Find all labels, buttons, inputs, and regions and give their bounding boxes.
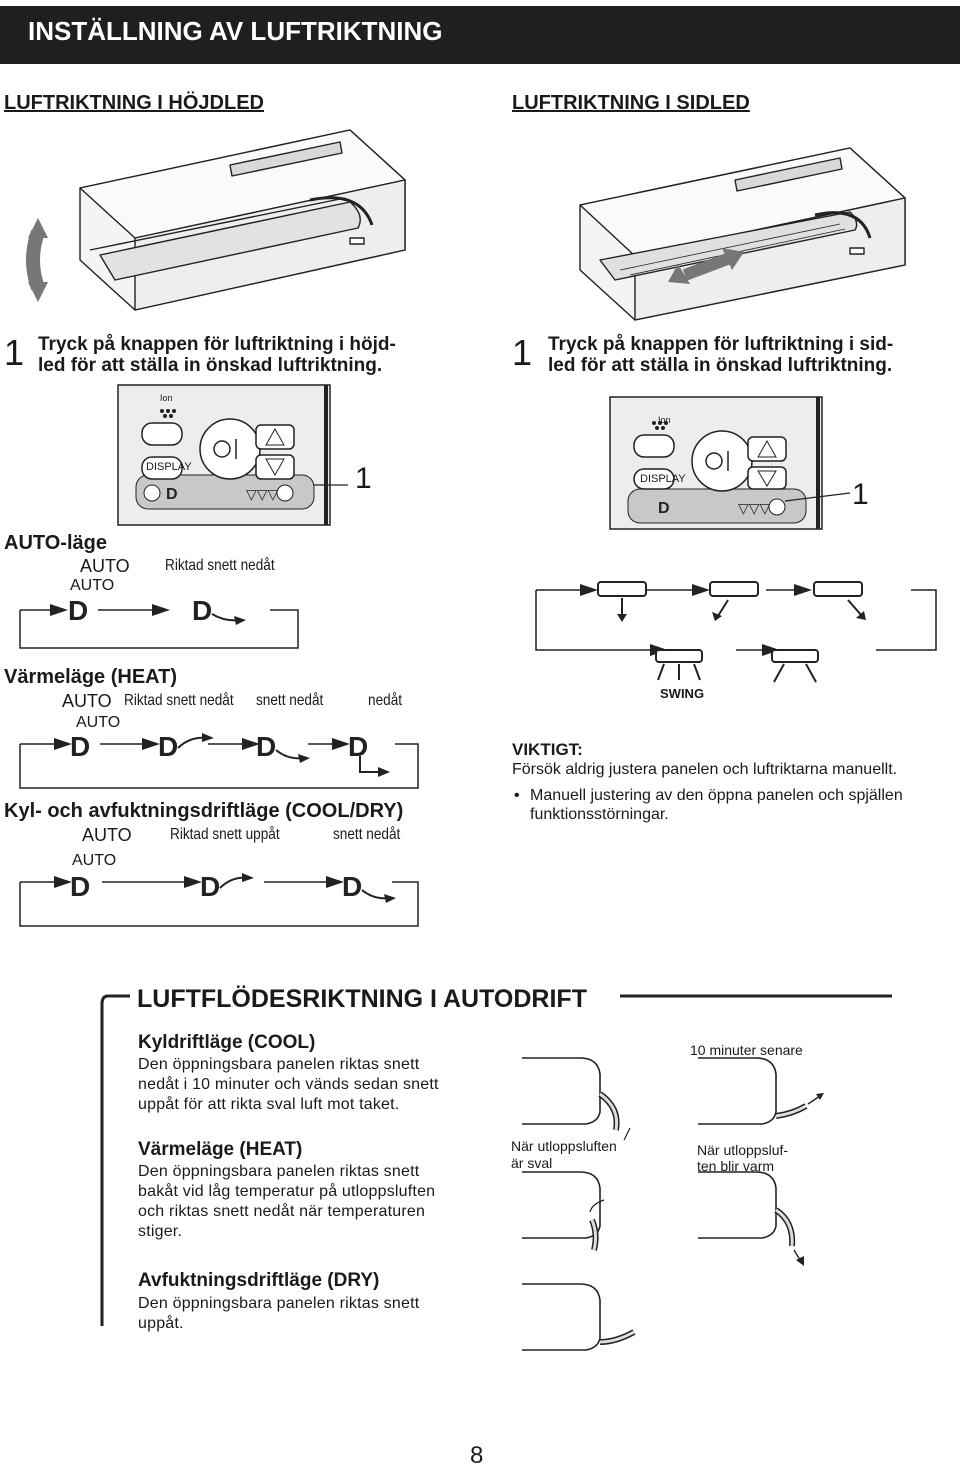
- heat-profile-warm-air: [698, 1171, 804, 1266]
- warning-bullet-line-2: funktionsstörningar.: [530, 806, 669, 823]
- callout-number: 1: [355, 462, 372, 495]
- auto-label: AUTO: [62, 691, 112, 711]
- callout-number: 1: [852, 478, 869, 511]
- svg-text:D: D: [68, 595, 88, 626]
- direction-label: Riktad snett nedåt: [165, 557, 275, 574]
- remote-control-vertical: D ▽▽▽ Ion DISPLAY: [117, 384, 348, 526]
- heat-mode-title: Värmeläge (HEAT): [4, 666, 178, 688]
- auto-flow-title: LUFTFLÖDESRIKTNING I AUTODRIFT: [137, 985, 587, 1013]
- temp-down-button[interactable]: [256, 455, 294, 479]
- horizontal-swing-cycle-diagram: [535, 581, 937, 683]
- direction-label: Riktad snett uppåt: [170, 826, 280, 843]
- heat-profile-cool-air: [522, 1127, 631, 1251]
- svg-text:▽▽▽: ▽▽▽: [738, 500, 771, 516]
- svg-text:D: D: [342, 871, 362, 902]
- ac-unit-vertical-illustration: [26, 129, 406, 311]
- cool-profile-after-10min: [698, 1057, 824, 1125]
- step-text-line-1: Tryck på knappen för luftriktning i sid-: [548, 334, 894, 355]
- ion-label: Ion: [658, 415, 671, 425]
- auto-tag: AUTO: [70, 577, 115, 594]
- vertical-airflow-button[interactable]: [158, 481, 188, 505]
- svg-text:D: D: [658, 500, 670, 517]
- direction-label: snett nedåt: [256, 692, 324, 709]
- dry-text-line-2: uppåt.: [138, 1315, 184, 1332]
- horizontal-airflow-button[interactable]: [730, 495, 766, 519]
- auto-tag: AUTO: [76, 714, 121, 731]
- remote-control-horizontal: D ▽▽▽ Ion DISPLAY: [609, 396, 851, 530]
- title-banner: [0, 6, 960, 64]
- step-text-line-2: led för att ställa in önskad luftriktnin…: [38, 355, 383, 376]
- display-button[interactable]: DISPLAY: [146, 461, 192, 473]
- ac-unit-horizontal-illustration: [579, 147, 906, 321]
- dry-profile: [522, 1283, 636, 1351]
- bullet-icon: •: [514, 787, 520, 804]
- power-button[interactable]: [705, 447, 741, 477]
- warning-title: VIKTIGT:: [512, 740, 583, 759]
- svg-text:D: D: [200, 871, 220, 902]
- temp-down-button[interactable]: [748, 467, 786, 489]
- step-number: 1: [512, 332, 533, 373]
- display-button[interactable]: DISPLAY: [640, 473, 686, 485]
- heat-title: Värmeläge (HEAT): [138, 1139, 303, 1160]
- power-button[interactable]: [213, 435, 249, 465]
- heat-text-line-2: bakåt vid låg temperatur på utloppslufte…: [138, 1183, 436, 1200]
- vertical-heading: LUFTRIKTNING I HÖJDLED: [4, 92, 264, 114]
- vertical-swing-arrow-icon: [26, 218, 48, 302]
- cool-text-line-1: Den öppningsbara panelen riktas snett: [138, 1056, 420, 1073]
- dry-title: Avfuktningsdriftläge (DRY): [138, 1270, 380, 1291]
- ion-label: Ion: [160, 393, 173, 403]
- swing-label: SWING: [660, 686, 705, 701]
- auto-flow-frame: [100, 994, 892, 1326]
- temp-up-button[interactable]: [748, 437, 786, 461]
- direction-label: nedåt: [368, 692, 403, 709]
- auto-mode-title: AUTO-läge: [4, 532, 107, 554]
- svg-text:D: D: [192, 595, 212, 626]
- cool-text-line-2: nedåt i 10 minuter och vänds sedan snett: [138, 1076, 439, 1093]
- page-title: INSTÄLLNING AV LUFTRIKTNING: [28, 16, 443, 46]
- svg-text:D: D: [256, 731, 276, 762]
- warning-bullet-line-1: Manuell justering av den öppna panelen o…: [530, 787, 903, 804]
- cool-dry-mode-cycle-diagram: D D D: [19, 871, 419, 927]
- cool-dry-mode-title: Kyl- och avfuktningsdriftläge (COOL/DRY): [4, 800, 404, 822]
- auto-tag: AUTO: [72, 852, 117, 869]
- auto-label: AUTO: [80, 556, 130, 576]
- direction-label: Riktad snett nedåt: [124, 692, 234, 709]
- horizontal-airflow-button[interactable]: [238, 481, 274, 505]
- svg-text:D: D: [166, 486, 178, 503]
- note-warm-air-line-1: När utloppsluf-: [697, 1142, 789, 1158]
- heat-text-line-1: Den öppningsbara panelen riktas snett: [138, 1163, 420, 1180]
- cool-profile-initial: [522, 1057, 620, 1131]
- note-cool-air-line-2: är sval: [511, 1155, 553, 1171]
- heat-mode-cycle-diagram: D D D D: [19, 731, 419, 789]
- warning-line: Försök aldrig justera panelen och luftri…: [512, 761, 898, 778]
- direction-label: snett nedåt: [333, 826, 401, 843]
- page-number: 8: [470, 1442, 484, 1469]
- svg-text:D: D: [70, 871, 90, 902]
- step-number: 1: [4, 332, 25, 373]
- note-warm-air-line-2: ten blir varm: [697, 1158, 775, 1174]
- auto-label: AUTO: [82, 825, 132, 845]
- note-cool-air-line-1: När utloppsluften: [511, 1138, 617, 1154]
- step-text-line-2: led för att ställa in önskad luftriktnin…: [548, 355, 893, 376]
- ten-minutes-note: 10 minuter senare: [690, 1042, 803, 1058]
- step-text-line-1: Tryck på knappen för luftriktning i höjd…: [38, 334, 396, 355]
- temp-up-button[interactable]: [256, 425, 294, 449]
- auto-mode-cycle-diagram: D D: [19, 595, 299, 649]
- svg-text:D: D: [348, 731, 368, 762]
- svg-text:D: D: [158, 731, 178, 762]
- dry-text-line-1: Den öppningsbara panelen riktas snett: [138, 1295, 420, 1312]
- horizontal-swing-arrow-icon: [668, 248, 744, 284]
- cool-text-line-3: uppåt för att rikta sval luft mot taket.: [138, 1096, 400, 1113]
- svg-text:▽▽▽: ▽▽▽: [246, 486, 279, 502]
- heat-text-line-3: och riktas snett nedåt när temperaturen: [138, 1203, 426, 1220]
- horizontal-heading: LUFTRIKTNING I SIDLED: [512, 92, 750, 114]
- cool-title: Kyldriftläge (COOL): [138, 1032, 316, 1053]
- heat-text-line-4: stiger.: [138, 1223, 183, 1240]
- svg-text:D: D: [70, 731, 90, 762]
